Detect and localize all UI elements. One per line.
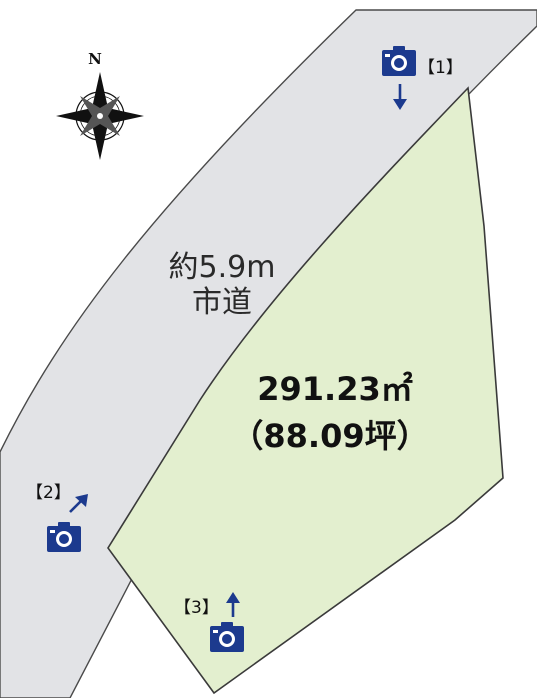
camera-2-label: 【2】: [26, 483, 71, 503]
camera-3-marker[interactable]: 【3】: [174, 592, 244, 652]
road-width-label: 約5.9m: [169, 250, 276, 285]
camera-icon: [382, 46, 416, 76]
road-type-label: 市道: [192, 285, 252, 320]
area-tsubo-label: （88.09坪）: [231, 417, 428, 455]
up-right-arrow-icon: [69, 494, 88, 513]
area-sqm-label: 291.23㎡: [257, 370, 413, 408]
camera-1-marker[interactable]: 【1】: [382, 46, 463, 110]
up-arrow-icon: [226, 592, 240, 617]
camera-1-label: 【1】: [418, 58, 463, 78]
land-parcel: [107, 86, 504, 695]
camera-icon: [210, 622, 244, 652]
north-label: N: [88, 50, 102, 68]
down-arrow-icon: [393, 84, 407, 110]
camera-2-marker[interactable]: 【2】: [26, 483, 88, 552]
compass-rose-icon: N: [56, 50, 144, 160]
camera-3-label: 【3】: [174, 598, 219, 618]
camera-icon: [47, 522, 81, 552]
